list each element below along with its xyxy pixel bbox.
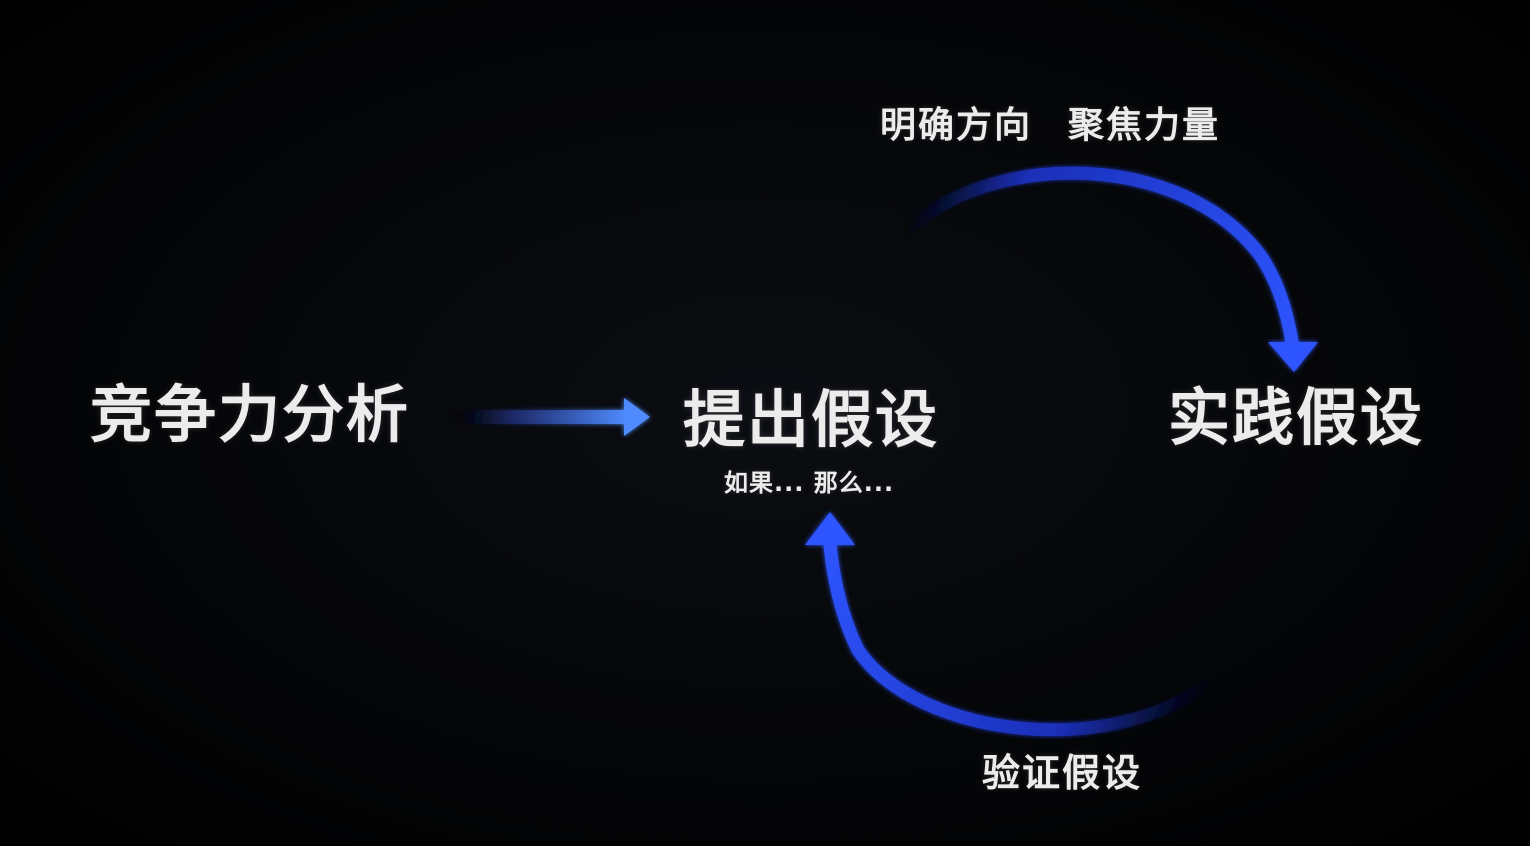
propose-hypothesis-subtitle: 如果... 那么...: [724, 469, 895, 497]
top-arc-label: 明确方向聚焦力量: [880, 104, 1220, 148]
competitiveness-analysis-node: 竞争力分析: [90, 378, 411, 451]
curved-up-arrow-icon: [805, 512, 1222, 737]
practice-hypothesis-node: 实践假设: [1168, 381, 1425, 454]
focus-strength-label: 聚焦力量: [1068, 105, 1221, 146]
curved-down-arrow-icon: [898, 166, 1318, 372]
verify-hypothesis-label: 验证假设: [982, 751, 1143, 795]
clarify-direction-label: 明确方向: [880, 105, 1033, 146]
straight-right-arrow-icon: [448, 398, 650, 436]
propose-hypothesis-node: 提出假设: [683, 383, 940, 456]
